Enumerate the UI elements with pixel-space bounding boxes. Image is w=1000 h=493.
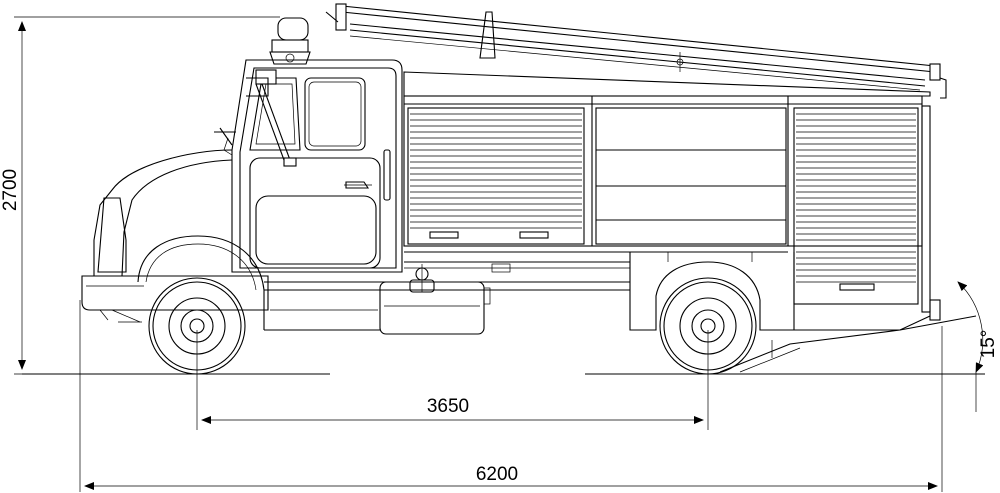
departure-angle-dimension: 15°: [957, 281, 999, 412]
height-dimension-label: 2700: [0, 169, 21, 211]
cab: [231, 59, 403, 273]
height-dimension: 2700: [0, 16, 280, 375]
length-dimension-label: 6200: [476, 464, 518, 485]
left-roller-shutter-slats: [410, 113, 582, 229]
roof-beacon: [269, 17, 311, 65]
departure-angle-label: 15°: [978, 330, 999, 359]
front-wheel-arch: [137, 235, 265, 330]
fuel-tank: [379, 264, 491, 335]
right-roller-shutter-slats: [796, 113, 916, 283]
wheelbase-dimension: 3650: [196, 330, 709, 430]
roof-ladder: [325, 3, 947, 99]
length-dimension: 6200: [79, 300, 943, 492]
wheelbase-dimension-label: 3650: [427, 396, 469, 417]
equipment-body: [403, 71, 977, 373]
hood-and-front: [81, 127, 269, 323]
